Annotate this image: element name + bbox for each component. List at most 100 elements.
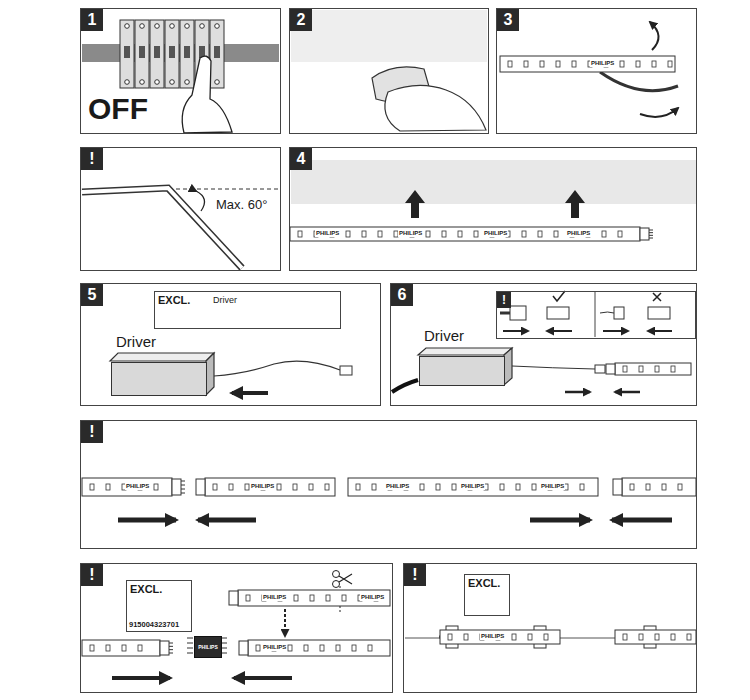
direction-arrow	[648, 330, 672, 332]
plug	[595, 365, 605, 373]
led	[639, 366, 643, 372]
scissors	[333, 571, 340, 578]
power-cord	[392, 380, 418, 392]
direction-arrow	[565, 391, 590, 394]
led	[436, 484, 440, 490]
clip-screw	[528, 635, 533, 640]
up-arrow	[405, 190, 425, 218]
led	[464, 634, 468, 640]
led	[90, 645, 94, 651]
led	[277, 484, 281, 490]
excl-label: EXCL.	[130, 583, 162, 595]
connector-pin	[181, 481, 185, 482]
led	[623, 634, 627, 640]
circuit-breaker	[165, 20, 179, 88]
strip-connector	[613, 479, 622, 495]
circuit-breaker	[135, 20, 149, 88]
scissors	[333, 581, 340, 588]
driver-top	[110, 353, 214, 361]
brand-mark: PHILIPS	[480, 633, 505, 640]
led	[655, 634, 659, 640]
direction-arrow	[198, 518, 256, 523]
led	[572, 61, 576, 67]
led	[452, 484, 456, 490]
step-panel: 6!Driver	[390, 283, 697, 406]
circuit-breaker	[120, 20, 134, 88]
connector-pin	[649, 230, 653, 231]
breaker-toggle	[169, 46, 175, 58]
strip-connector	[640, 228, 649, 240]
led	[154, 484, 158, 490]
angle-arc	[196, 191, 205, 211]
warning-mark: !	[497, 292, 511, 308]
led	[245, 484, 249, 490]
step-number: 2	[290, 9, 312, 31]
led	[420, 484, 424, 490]
step-panel: 2	[289, 8, 489, 134]
led	[639, 634, 643, 640]
terminal-screw	[140, 24, 145, 29]
led	[512, 634, 516, 640]
cable	[214, 361, 340, 376]
led	[309, 484, 313, 490]
led	[620, 61, 624, 67]
strip-connector	[160, 641, 169, 655]
breaker-toggle	[139, 46, 145, 58]
led	[325, 484, 329, 490]
led	[618, 231, 622, 237]
hand	[182, 56, 232, 133]
driver-side	[504, 348, 512, 385]
terminal-screw	[140, 80, 145, 85]
led	[304, 645, 308, 651]
cross-mark	[653, 293, 661, 301]
scissors	[333, 571, 353, 588]
direction-arrow	[612, 518, 672, 523]
brand-mark: PHILIPS	[460, 483, 485, 490]
breaker-toggle	[154, 46, 160, 58]
terminal-screw	[200, 24, 205, 29]
led-strip	[348, 478, 598, 496]
led	[293, 484, 297, 490]
led-strip	[622, 478, 696, 496]
strip-connector	[239, 641, 248, 655]
step-number: !	[404, 564, 426, 586]
note-box: !	[496, 291, 696, 339]
led	[90, 484, 94, 490]
led-strip	[440, 630, 560, 644]
step-panel: 5EXCL.DriverDriver	[80, 283, 381, 406]
divider	[595, 291, 596, 337]
led	[378, 231, 382, 237]
brand-mark: PHILIPS	[540, 483, 565, 490]
led	[310, 595, 314, 601]
driver-label: Driver	[116, 333, 156, 350]
led-strip	[238, 590, 390, 606]
led	[356, 484, 360, 490]
led	[623, 366, 627, 372]
led	[458, 231, 462, 237]
brand-mark: PHILIPS	[360, 594, 385, 601]
led-strip	[615, 630, 696, 644]
led	[298, 231, 302, 237]
brand-mark: PHILIPS	[398, 230, 423, 237]
terminal-screw	[125, 24, 130, 29]
driver-label: Driver	[213, 295, 237, 305]
led	[671, 366, 675, 372]
peel-arrow	[640, 108, 678, 117]
plug	[510, 306, 526, 320]
direction-arrow	[547, 330, 572, 332]
driver-box: Driver	[419, 356, 505, 386]
terminal-screw	[170, 24, 175, 29]
breaker-toggle	[124, 46, 130, 58]
direction-arrow	[503, 330, 528, 332]
led	[668, 61, 672, 67]
led	[652, 61, 656, 67]
led	[342, 595, 346, 601]
circuit-breaker	[210, 20, 224, 88]
led	[524, 61, 528, 67]
led	[362, 231, 366, 237]
step-panel: 4	[289, 147, 697, 271]
led	[372, 484, 376, 490]
led	[602, 231, 606, 237]
led	[320, 645, 324, 651]
part-number: 915004323701	[129, 620, 179, 629]
